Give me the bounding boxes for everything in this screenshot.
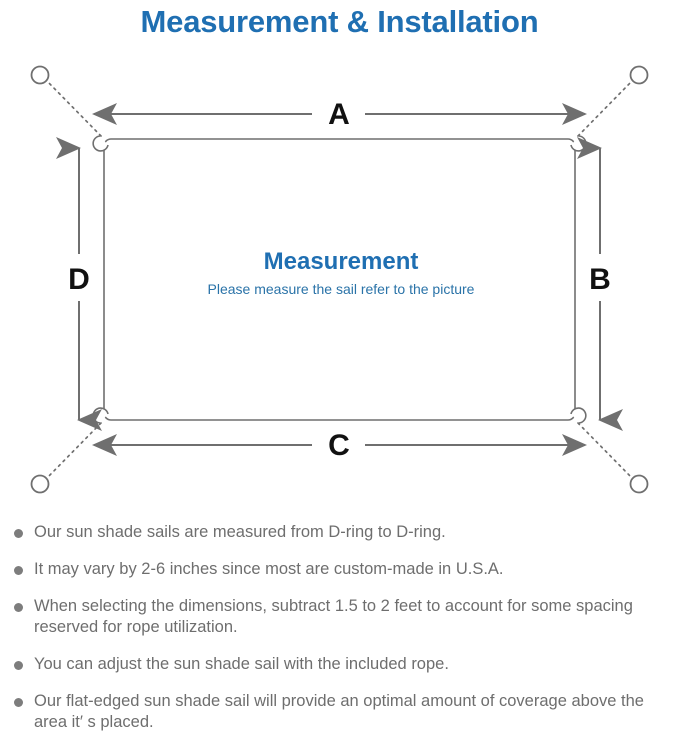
list-item-text: It may vary by 2-6 inches since most are…	[34, 560, 504, 578]
d-ring-bottom-right	[570, 407, 587, 424]
list-item-text: Our flat-edged sun shade sail will provi…	[34, 692, 644, 731]
dimension-label-a: A	[328, 98, 350, 131]
list-item-text: Our sun shade sails are measured from D-…	[34, 523, 446, 541]
bullet-icon	[14, 603, 23, 612]
d-ring-bottom-left	[92, 407, 109, 424]
anchor-point-top-right	[629, 65, 649, 85]
list-item: Our sun shade sails are measured from D-…	[12, 522, 665, 543]
dimension-label-d: D	[68, 263, 90, 296]
rope-line-bottom-left	[45, 422, 102, 480]
rope-line-top-left	[45, 79, 102, 137]
bullet-icon	[14, 566, 23, 575]
rope-line-bottom-right	[577, 422, 634, 480]
d-ring-top-left	[92, 135, 109, 152]
notes-list: Our sun shade sails are measured from D-…	[0, 522, 679, 749]
list-item: You can adjust the sun shade sail with t…	[12, 654, 665, 675]
list-item: When selecting the dimensions, subtract …	[12, 596, 665, 638]
diagram-center-heading: Measurement	[264, 248, 419, 275]
anchor-point-top-left	[30, 65, 50, 85]
sail-rectangle	[103, 138, 576, 421]
d-ring-top-right	[570, 135, 587, 152]
sun-shade-sail-measurement-diagram: A C D B Measurement Please measure the s…	[0, 44, 679, 514]
page-title: Measurement & Installation	[140, 4, 539, 39]
anchor-point-bottom-right	[629, 474, 649, 494]
list-item-text: When selecting the dimensions, subtract …	[34, 597, 633, 636]
anchor-point-bottom-left	[30, 474, 50, 494]
bullet-icon	[14, 698, 23, 707]
list-item: It may vary by 2-6 inches since most are…	[12, 559, 665, 580]
diagram-center-subtext: Please measure the sail refer to the pic…	[208, 281, 475, 297]
rope-line-top-right	[577, 79, 634, 137]
bullet-icon	[14, 661, 23, 670]
bullet-icon	[14, 529, 23, 538]
dimension-label-b: B	[589, 263, 611, 296]
dimension-label-c: C	[328, 429, 350, 462]
list-item-text: You can adjust the sun shade sail with t…	[34, 655, 449, 673]
list-item: Our flat-edged sun shade sail will provi…	[12, 691, 665, 733]
